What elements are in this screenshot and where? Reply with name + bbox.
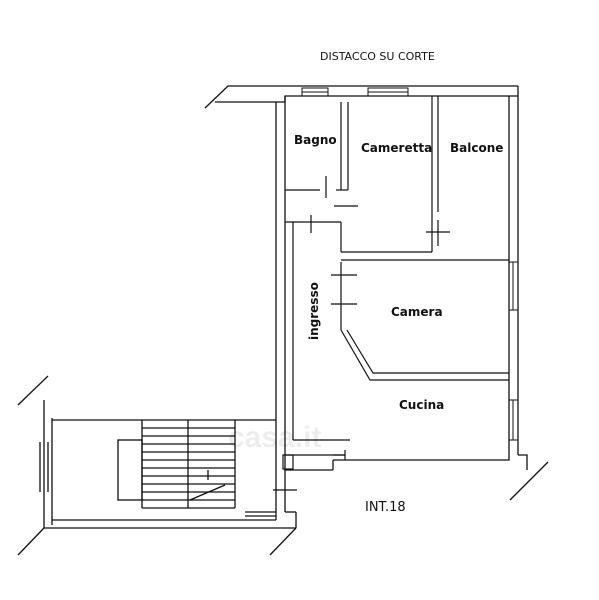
unit-number-label: INT.18 <box>365 500 406 515</box>
header-label: DISTACCO SU CORTE <box>320 50 435 63</box>
room-label-bagno: Bagno <box>294 133 337 147</box>
room-label-cucina: Cucina <box>399 398 444 412</box>
exterior-walls <box>204 85 549 501</box>
room-label-camera: Camera <box>391 305 443 319</box>
interior-walls <box>273 96 509 491</box>
staircase <box>17 375 297 556</box>
watermark: casa.it <box>228 421 321 454</box>
room-label-cameretta: Cameretta <box>361 141 432 155</box>
room-label-balcone: Balcone <box>450 141 503 155</box>
room-label-ingresso: ingresso <box>307 282 321 340</box>
windows <box>301 87 519 441</box>
